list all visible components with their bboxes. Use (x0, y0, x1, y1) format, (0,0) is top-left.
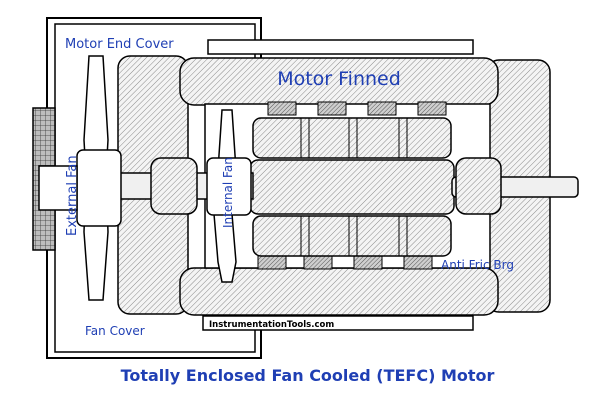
label-motor-finned: Motor Finned (277, 68, 401, 90)
bearing-left (150, 157, 198, 215)
label-fan-cover: Fan Cover (85, 324, 145, 338)
bearing-right (455, 157, 502, 215)
stator-teeth-top (267, 101, 447, 116)
label-motor-end-cover: Motor End Cover (65, 37, 174, 52)
rotor-core (249, 159, 455, 215)
label-anti-fric-brg: Anti Fric Brg (441, 258, 514, 272)
bottom-strip (202, 315, 474, 331)
diagram-caption: Totally Enclosed Fan Cooled (TEFC) Motor (120, 366, 495, 385)
label-external-fan: External Fan (65, 155, 80, 236)
stator-winding-bottom (252, 215, 452, 257)
stator-winding-top (252, 117, 452, 159)
end-coupling (32, 107, 78, 251)
internal-fan (206, 109, 252, 283)
label-internal-fan: Internal Fan (221, 157, 235, 228)
stator-teeth-bottom (257, 255, 433, 270)
top-nameplate (207, 39, 474, 55)
watermark: InstrumentationTools.com (209, 320, 334, 330)
external-fan (76, 55, 122, 301)
